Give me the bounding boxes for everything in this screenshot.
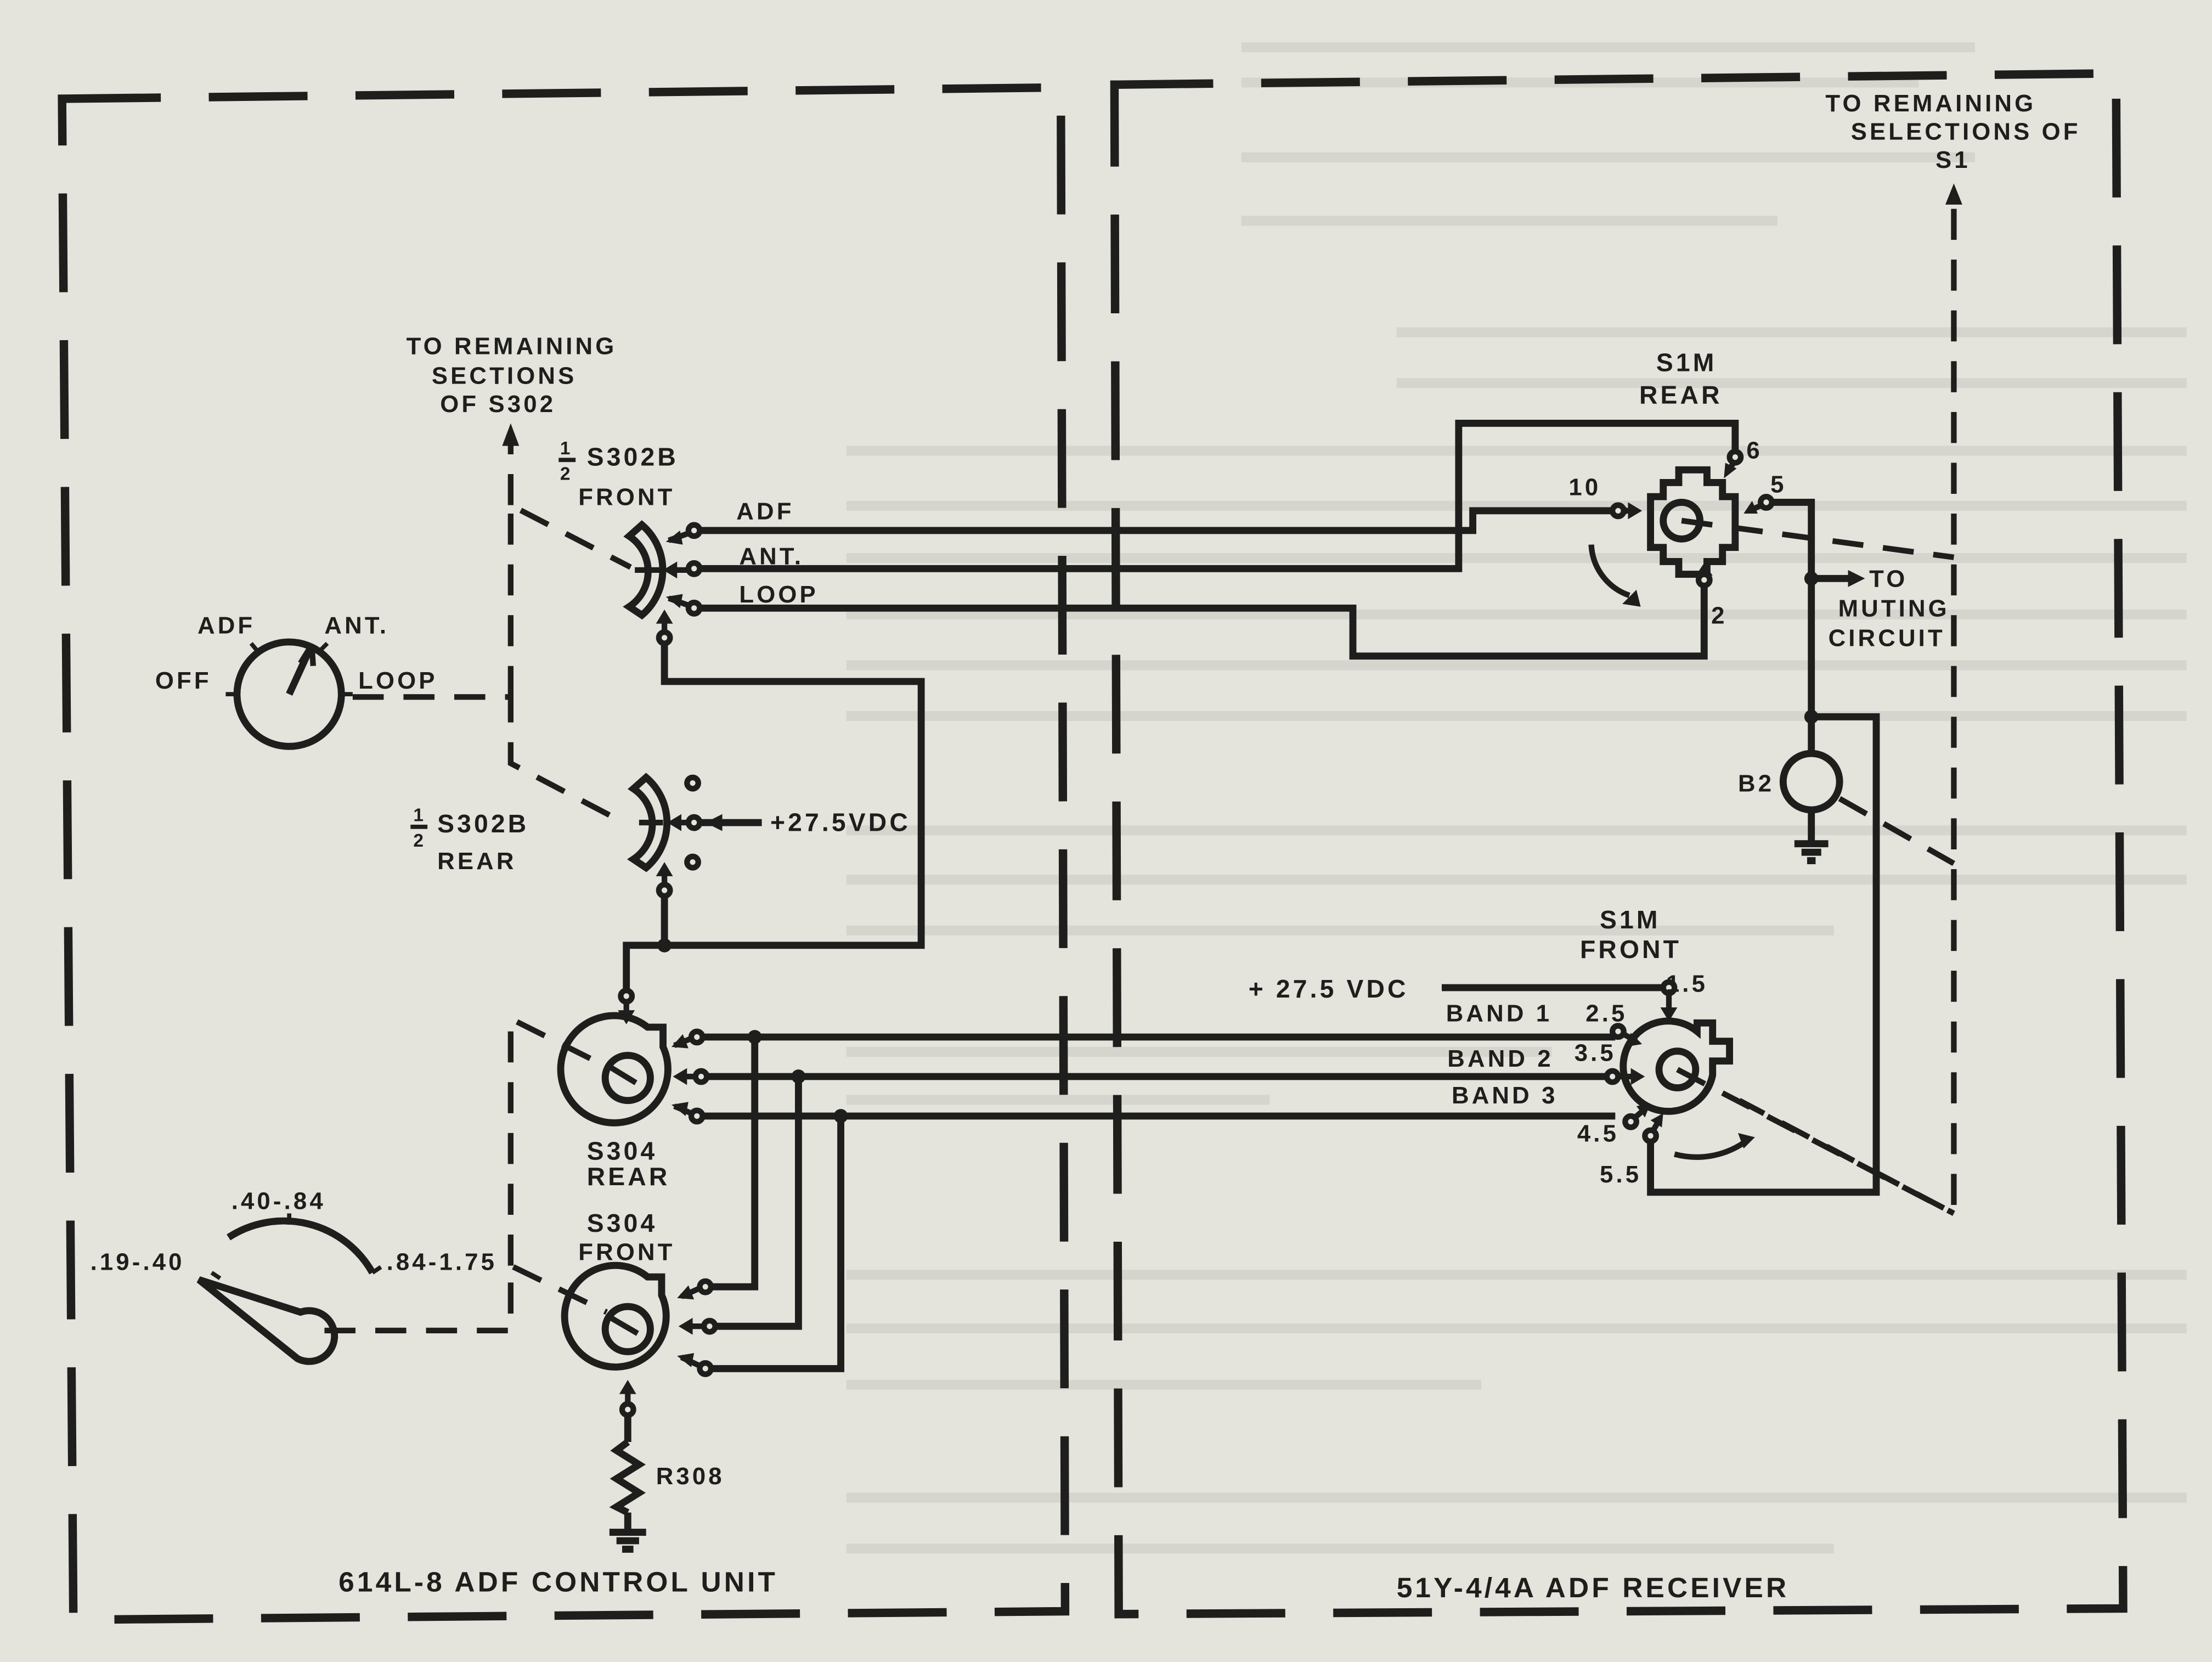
- s302b-front-switch: [623, 520, 703, 646]
- s1m-front-contact-2-5: 2.5: [1585, 1000, 1627, 1027]
- function-linkage: [352, 694, 628, 827]
- s304-rear-deck: REAR: [587, 1162, 670, 1191]
- s304-front-switch: [561, 1261, 718, 1404]
- band-range-3: .84-1.75: [387, 1248, 498, 1275]
- s302b-rear-deck: REAR: [437, 848, 516, 875]
- s1m-front-contact-3-5: 3.5: [1575, 1040, 1616, 1067]
- s1m-front-contact-1-5: 1.5: [1666, 971, 1708, 998]
- function-loop-label: LOOP: [358, 667, 437, 694]
- function-switch: OFF ADF ANT. LOOP: [155, 612, 437, 750]
- s302b-rear-switch: [627, 773, 703, 899]
- s304-rear-switch: [557, 1001, 710, 1126]
- control-unit-border: [58, 83, 1070, 1624]
- s302b-rear-fraction-num: 1: [413, 805, 426, 826]
- s302b-front-name: S302B: [587, 443, 679, 471]
- function-ant-label: ANT.: [324, 612, 389, 639]
- s304-front-name: S304: [587, 1209, 658, 1237]
- band-range-2: .40-.84: [232, 1188, 326, 1215]
- s1m-front-switch: [1604, 1017, 1955, 1216]
- b2-label: B2: [1738, 770, 1774, 797]
- s302b-rear-name: S302B: [437, 809, 529, 838]
- s1m-rear-contact-5: 5: [1770, 471, 1786, 498]
- show-through-print: [846, 42, 2187, 1554]
- function-off-label: OFF: [155, 667, 212, 694]
- control-unit-title: 614L-8 ADF CONTROL UNIT: [338, 1566, 778, 1598]
- s1m-rear-deck: REAR: [1639, 380, 1723, 409]
- wire-loop: [699, 585, 1708, 660]
- s1m-rear-contact-10: 10: [1568, 474, 1601, 501]
- band-1-label: BAND 1: [1446, 1000, 1553, 1027]
- lead-adf-label: ADF: [736, 498, 794, 525]
- s302b-rear-supply: +27.5VDC: [770, 808, 911, 837]
- s302b-front-fraction-den: 2: [560, 464, 573, 484]
- s1m-front-deck: FRONT: [1580, 935, 1681, 964]
- wire-s302-front-common: [661, 643, 925, 949]
- s1m-front-supply: + 27.5 VDC: [1249, 974, 1409, 1003]
- band-range-1: .19-.40: [91, 1248, 185, 1275]
- r308-resistor: [609, 1439, 646, 1516]
- wire-ant: [699, 420, 1739, 572]
- muting-line1: TO: [1869, 566, 1908, 593]
- s302b-front-deck: FRONT: [578, 484, 675, 511]
- wire-muting: [1771, 499, 1851, 582]
- r308-label: R308: [656, 1463, 725, 1490]
- s302b-front-fraction-num: 1: [560, 438, 573, 459]
- ground-left: [609, 1529, 646, 1553]
- wire-adf: [699, 507, 1627, 534]
- receiver-note-line1: TO REMAINING: [1825, 90, 2036, 117]
- s302-note-line2: SECTIONS: [432, 362, 577, 389]
- s304-front-deck: FRONT: [578, 1238, 675, 1265]
- band-switch: .19-.40 .40-.84 .84-1.75: [91, 1188, 498, 1365]
- s1m-front-contact-4-5: 4.5: [1577, 1120, 1619, 1147]
- muting-line3: CIRCUIT: [1829, 625, 1945, 652]
- s302-note-line3: OF S302: [440, 391, 556, 418]
- receiver-title: 51Y-4/4A ADF RECEIVER: [1397, 1571, 1790, 1603]
- b2-device: [1779, 750, 1843, 865]
- function-adf-label: ADF: [198, 612, 255, 639]
- receiver-border: [1110, 69, 2128, 1619]
- s1m-rear-contact-2: 2: [1711, 602, 1727, 629]
- muting-line2: MUTING: [1838, 595, 1950, 622]
- lead-loop-label: LOOP: [739, 581, 818, 608]
- s1m-front-name: S1M: [1600, 905, 1661, 934]
- s1m-front-contact-5-5: 5.5: [1600, 1161, 1641, 1188]
- s1m-rear-switch: [1588, 448, 1955, 607]
- s302-note-line1: TO REMAINING: [407, 333, 617, 359]
- receiver-note-line2: SELECTIONS OF: [1851, 119, 2081, 145]
- s304-rear-name: S304: [587, 1137, 658, 1165]
- s1m-rear-name: S1M: [1656, 348, 1717, 376]
- band-2-label: BAND 2: [1447, 1045, 1554, 1072]
- s302b-rear-fraction-den: 2: [413, 831, 426, 851]
- s1m-rear-contact-6: 6: [1746, 437, 1762, 464]
- band-3-label: BAND 3: [1452, 1082, 1558, 1109]
- receiver-note-line3: S1: [1936, 147, 1971, 173]
- band-linkage: [324, 1261, 608, 1333]
